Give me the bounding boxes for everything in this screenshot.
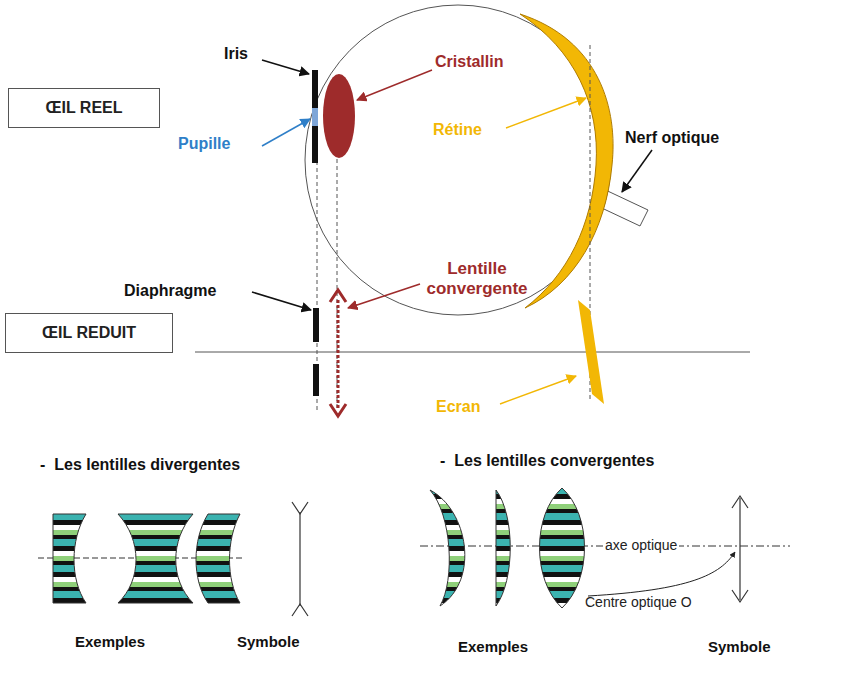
part-label: Cristallin (435, 53, 503, 71)
plano-convex-lens (496, 490, 510, 606)
diaphragm (313, 308, 319, 342)
part-label: Rétine (433, 121, 482, 139)
plano-concave-lens (53, 514, 86, 603)
box-title: ŒIL REEL (45, 99, 122, 117)
section-heading: - Les lentilles convergentes (440, 452, 654, 470)
biconcave-lens (118, 514, 193, 603)
converging-lens-symbol (337, 300, 340, 408)
part-label: Ecran (436, 398, 480, 416)
retina (520, 14, 613, 308)
section-heading: - Les lentilles divergentes (40, 456, 240, 474)
diaphragm (313, 364, 319, 396)
point-label: Centre optique O (585, 594, 692, 610)
caption-label: Symbole (708, 638, 771, 655)
part-label: Nerf optique (625, 129, 719, 147)
box-title: ŒIL REDUIT (42, 324, 136, 342)
title-box: ŒIL REDUIT (5, 313, 173, 353)
iris (312, 70, 318, 163)
title-box: ŒIL REEL (8, 88, 160, 128)
part-label: Lentille convergente (418, 259, 536, 298)
biconvex-lens (540, 488, 585, 608)
part-label: Diaphragme (124, 282, 216, 300)
screen (578, 300, 604, 404)
meniscus-converging-lens (430, 490, 465, 606)
caption-label: Symbole (237, 633, 300, 650)
caption-label: Exemples (75, 633, 145, 650)
part-label: Pupille (178, 135, 230, 153)
meniscus-diverging-lens (196, 514, 240, 603)
part-label: Iris (224, 45, 248, 63)
pupil (312, 108, 318, 126)
converging-lens-symbol (732, 496, 748, 602)
diverging-lens-symbol (292, 502, 308, 616)
axis-label: axe optique (603, 537, 679, 553)
caption-label: Exemples (458, 638, 528, 655)
crystalline-lens (323, 74, 355, 158)
